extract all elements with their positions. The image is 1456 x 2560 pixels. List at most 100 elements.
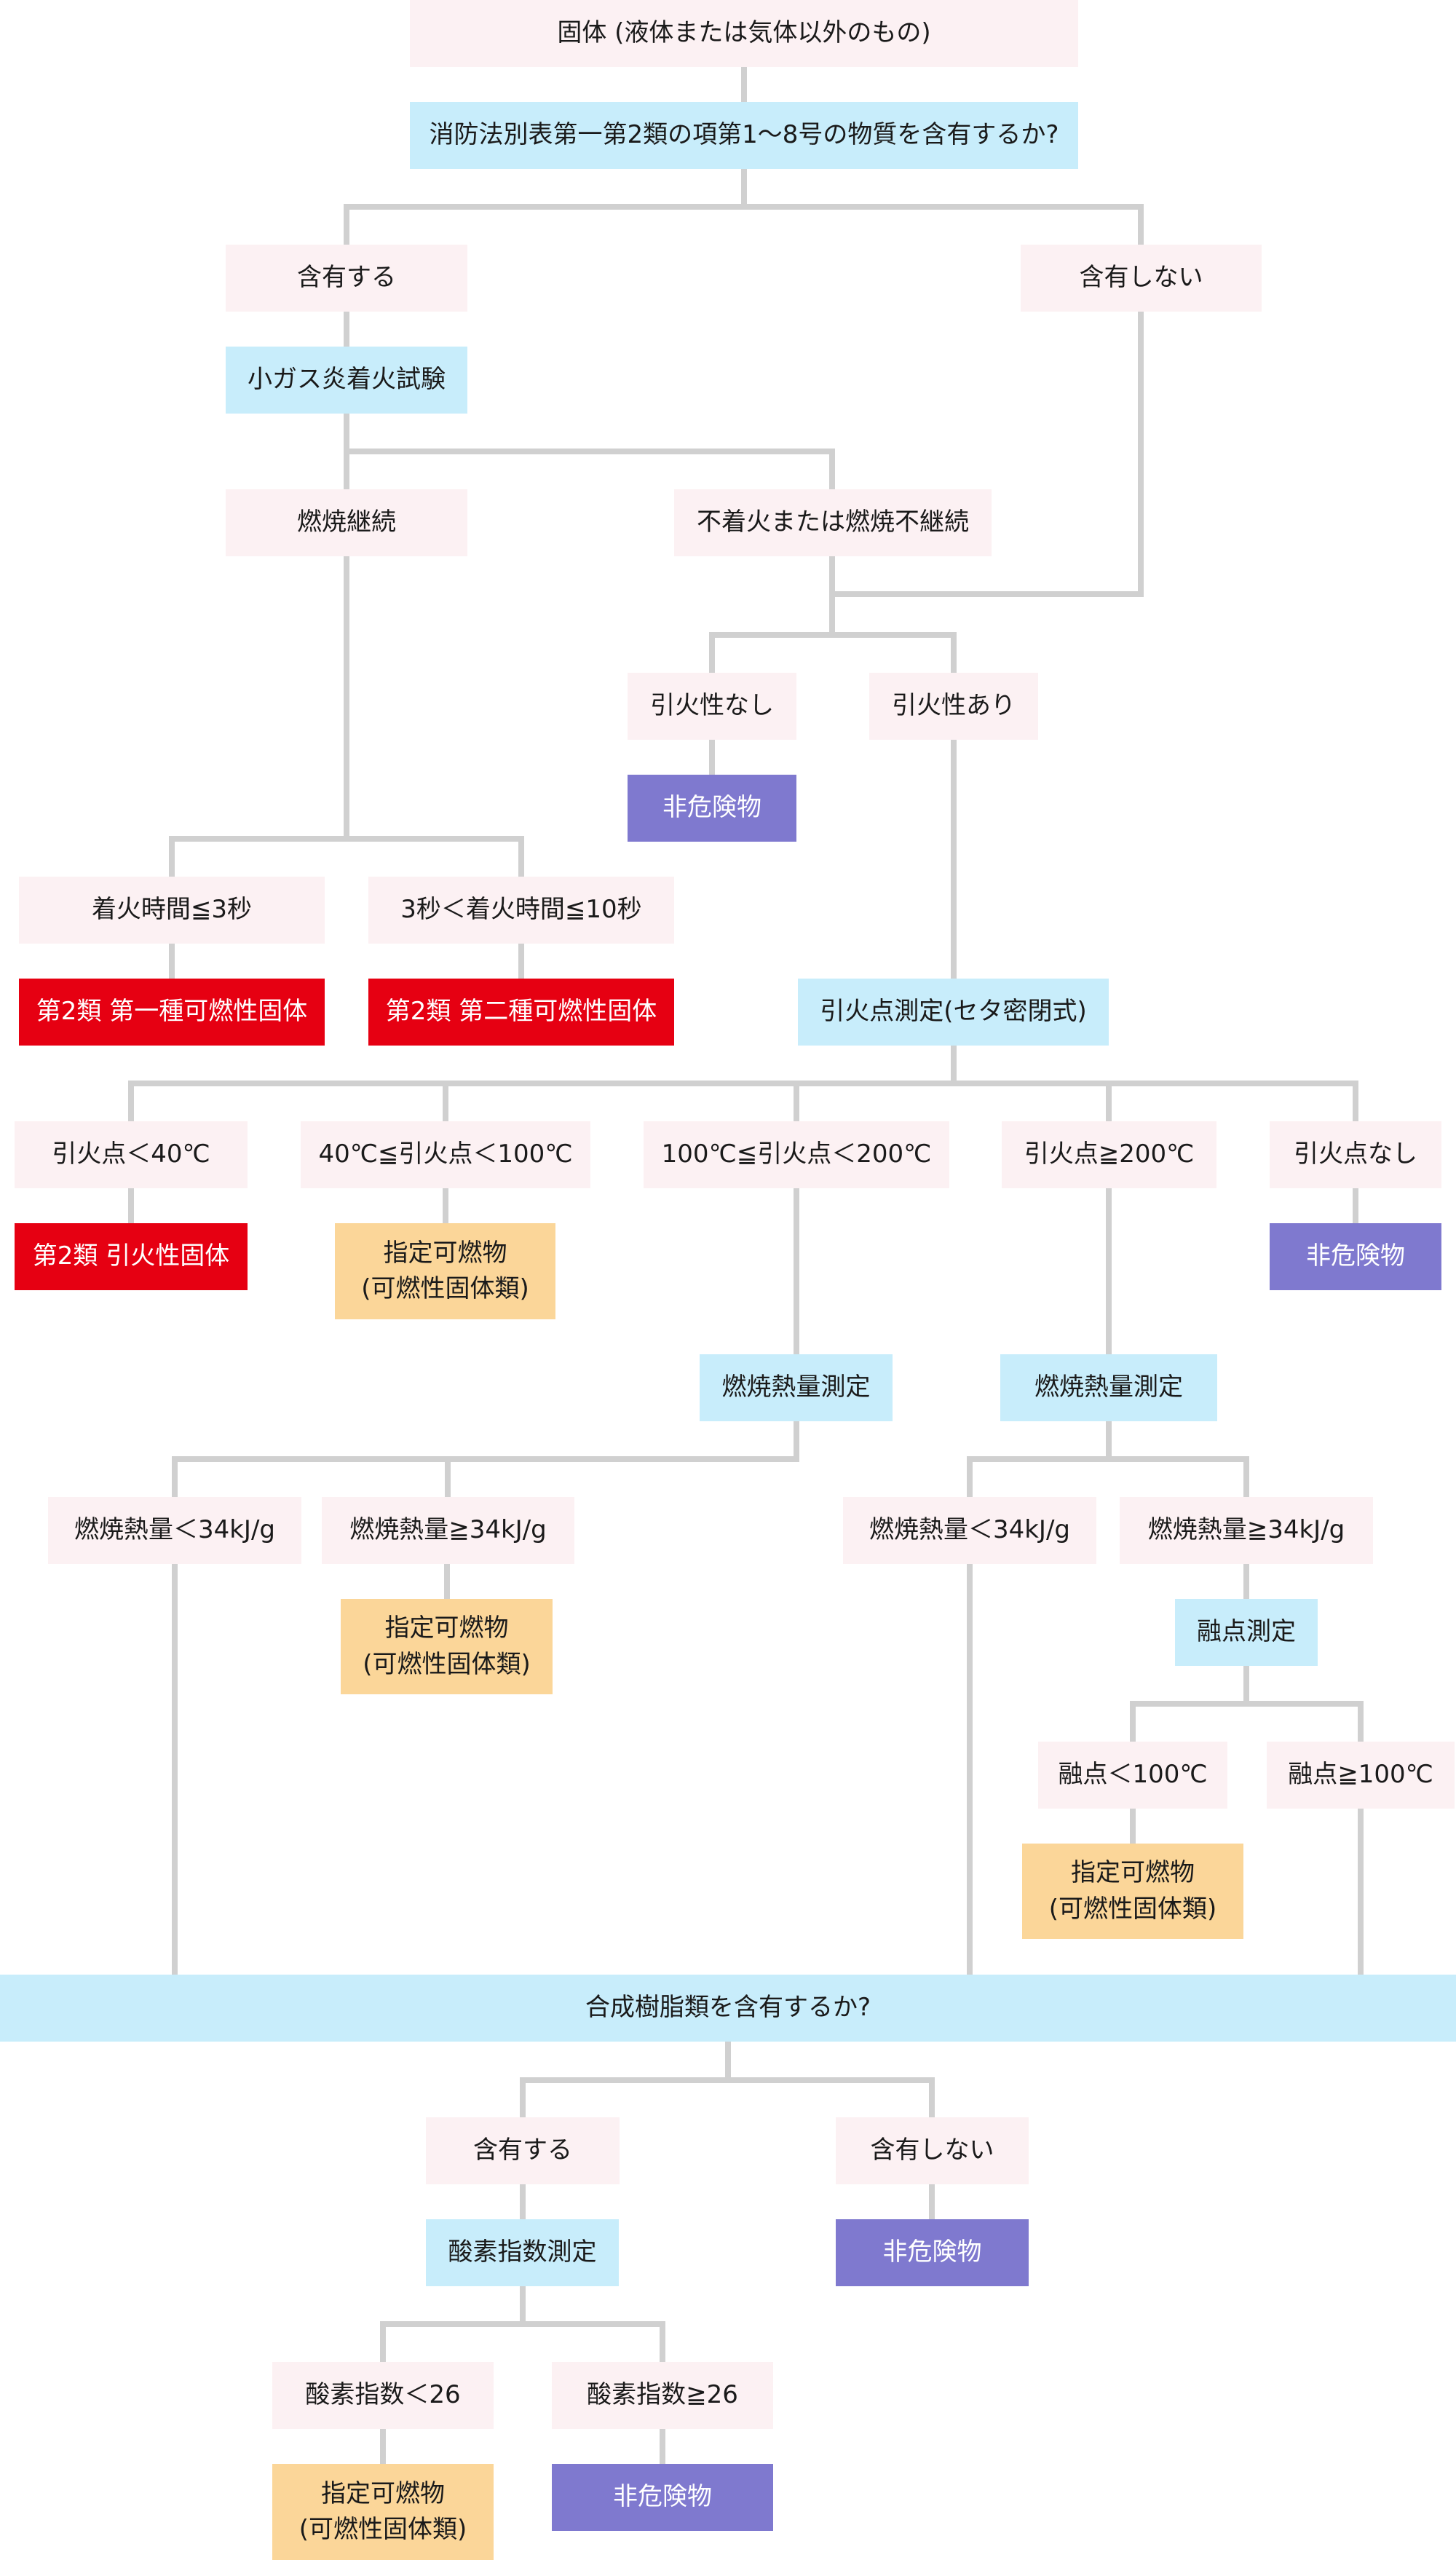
connector-line (1138, 312, 1144, 597)
result-designated-combustible: 指定可燃物 (可燃性固体類) (341, 1599, 553, 1694)
connector-line (1353, 1081, 1358, 1121)
connector-line (1130, 1701, 1136, 1742)
node-small-flame-test: 小ガス炎着火試験 (226, 347, 467, 414)
node-melting-ge-100: 融点≧100℃ (1267, 1742, 1455, 1809)
node-solid: 固体 (液体または気体以外のもの) (410, 0, 1078, 67)
node-ignition-le-3s: 着火時間≦3秒 (19, 877, 325, 944)
connector-line (829, 591, 1144, 597)
result-non-hazardous: 非危険物 (552, 2464, 773, 2531)
connector-line (829, 449, 835, 489)
node-melting-lt-100: 融点＜100℃ (1038, 1742, 1227, 1809)
node-flash-point-40-100: 40℃≦引火点＜100℃ (301, 1121, 590, 1188)
node-oxygen-index-test: 酸素指数測定 (426, 2219, 619, 2286)
node-not-contains: 含有しない (1021, 245, 1262, 312)
connector-line (1243, 1456, 1249, 1497)
node-heat-test: 燃焼熱量測定 (700, 1354, 893, 1421)
connector-line (169, 944, 175, 979)
connector-line (172, 1456, 799, 1462)
connector-line (1106, 1421, 1112, 1462)
connector-line (794, 1081, 799, 1121)
node-resin-contains: 含有する (426, 2117, 620, 2184)
node-flash-point-ge-200: 引火点≧200℃ (1002, 1121, 1216, 1188)
result-flammable-solid: 第2類 引火性固体 (15, 1223, 248, 1290)
connector-line (520, 2077, 935, 2083)
node-flash-point-none: 引火点なし (1270, 1121, 1441, 1188)
connector-line (660, 2429, 665, 2464)
node-contains: 含有する (226, 245, 467, 312)
connector-line (929, 2077, 935, 2117)
connector-line (967, 1564, 973, 1975)
connector-line (1130, 1809, 1136, 1844)
connector-line (169, 836, 524, 842)
connector-line (967, 1456, 973, 1497)
connector-line (520, 2077, 526, 2117)
connector-line (1358, 1701, 1364, 1742)
node-burning-continues: 燃焼継続 (226, 489, 467, 556)
connector-line (380, 2321, 386, 2362)
connector-line (929, 2184, 935, 2219)
connector-line (128, 1081, 134, 1121)
node-flammable: 引火性あり (869, 673, 1038, 740)
node-flash-point-test: 引火点測定(セタ密閉式) (798, 979, 1109, 1046)
connector-line (1130, 1701, 1364, 1707)
connector-line (380, 2321, 665, 2327)
result-line2: (可燃性固体類) (1048, 1894, 1217, 1924)
node-heat-lt-34: 燃焼熱量＜34kJ/g (48, 1497, 301, 1564)
connector-line (344, 556, 349, 842)
node-oxygen-index-lt-26: 酸素指数＜26 (272, 2362, 494, 2429)
connector-line (951, 1046, 957, 1086)
connector-line (709, 632, 715, 673)
connector-line (741, 67, 747, 102)
connector-line (725, 2042, 731, 2082)
connector-line (344, 204, 349, 245)
result-class2-type2: 第2類 第二種可燃性固体 (368, 979, 674, 1046)
result-non-hazardous: 非危険物 (628, 775, 796, 842)
connector-line (794, 1421, 799, 1462)
connector-line (169, 836, 175, 877)
connector-line (128, 1188, 134, 1223)
result-line1: 指定可燃物 (384, 1613, 509, 1643)
connector-line (344, 312, 349, 347)
result-designated-combustible: 指定可燃物 (可燃性固体類) (1022, 1844, 1243, 1939)
result-non-hazardous: 非危険物 (836, 2219, 1029, 2286)
result-designated-combustible: 指定可燃物 (可燃性固体類) (272, 2464, 494, 2560)
connector-line (444, 1564, 450, 1599)
connector-line (520, 2184, 526, 2219)
result-line2: (可燃性固体類) (298, 2515, 467, 2544)
result-line1: 指定可燃物 (383, 1238, 507, 1268)
node-question-fire-law: 消防法別表第一第2類の項第1～8号の物質を含有するか? (410, 102, 1078, 169)
connector-line (344, 449, 835, 454)
connector-line (1353, 1188, 1358, 1223)
connector-line (709, 740, 715, 775)
node-not-flammable: 引火性なし (628, 673, 796, 740)
connector-line (518, 944, 524, 979)
connector-line (172, 1564, 178, 1975)
result-line2: (可燃性固体類) (361, 1274, 529, 1303)
result-line1: 指定可燃物 (1071, 1858, 1195, 1888)
result-line2: (可燃性固体類) (363, 1649, 531, 1679)
result-designated-combustible: 指定可燃物 (可燃性固体類) (335, 1223, 555, 1319)
connector-line (1106, 1081, 1112, 1121)
connector-line (709, 632, 957, 638)
node-oxygen-index-ge-26: 酸素指数≧26 (552, 2362, 773, 2429)
connector-line (443, 1081, 448, 1121)
connector-line (951, 740, 957, 979)
connector-line (951, 632, 957, 673)
connector-line (660, 2321, 665, 2362)
connector-line (794, 1188, 799, 1354)
node-question-synthetic-resin: 合成樹脂類を含有するか? (0, 1975, 1456, 2042)
connector-line (967, 1456, 1249, 1462)
connector-line (128, 1081, 1358, 1086)
result-line1: 指定可燃物 (321, 2478, 445, 2508)
connector-line (520, 2286, 526, 2327)
connector-line (518, 836, 524, 877)
connector-line (1358, 1809, 1364, 1975)
connector-line (443, 1188, 448, 1223)
connector-line (1138, 204, 1144, 245)
node-heat-ge-34: 燃焼熱量≧34kJ/g (1120, 1497, 1373, 1564)
node-flash-point-lt-40: 引火点＜40℃ (15, 1121, 248, 1188)
connector-line (172, 1456, 178, 1497)
node-heat-lt-34: 燃焼熱量＜34kJ/g (843, 1497, 1096, 1564)
node-heat-ge-34: 燃焼熱量≧34kJ/g (322, 1497, 574, 1564)
node-melting-test: 融点測定 (1175, 1599, 1318, 1666)
